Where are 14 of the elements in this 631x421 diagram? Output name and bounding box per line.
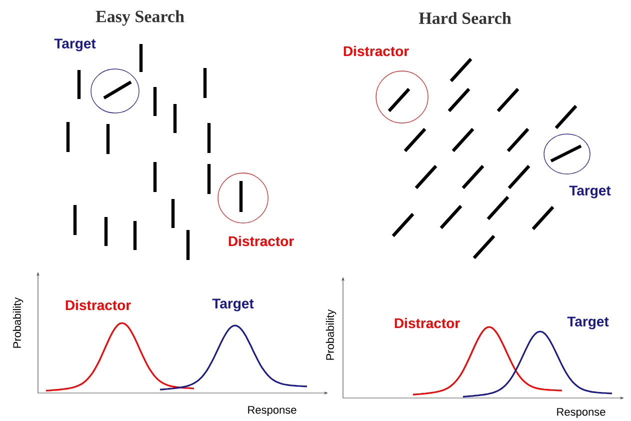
curve-label: Target	[567, 316, 609, 330]
axis-label: Probability	[12, 297, 24, 348]
curve-label: Distractor	[66, 300, 131, 310]
callout-label: Target	[569, 186, 611, 198]
curve-label: Target	[212, 298, 254, 312]
axis-label: Response	[248, 406, 296, 416]
callout-label: Distractor	[344, 46, 409, 56]
callout-label: Target	[54, 38, 96, 52]
axis-label: Response	[557, 408, 606, 418]
curve-label: Distractor	[394, 318, 460, 328]
heading: Hard Search	[418, 12, 512, 24]
axis-label: Probability	[326, 309, 336, 360]
heading: Easy Search	[96, 10, 184, 26]
callout-label: Distractor	[228, 236, 294, 246]
